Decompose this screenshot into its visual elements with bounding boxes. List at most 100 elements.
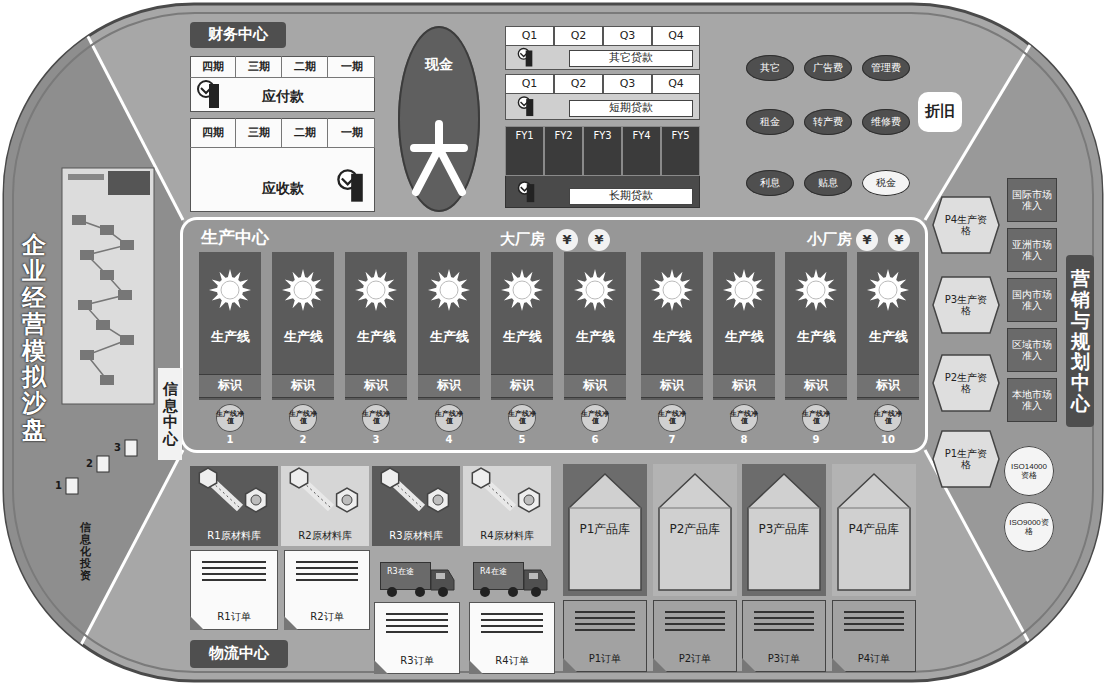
product-license-badge: P2生产资格 xyxy=(932,354,1000,412)
raw-material-store: R4原材料库 xyxy=(463,466,551,546)
gear-icon xyxy=(641,266,703,317)
callout-number: 10 xyxy=(878,434,898,445)
production-area: 生产中心大厂房生产线标识生产线净值生产线标识生产线净值生产线标识生产线净值生产线… xyxy=(183,220,925,450)
market-access-box: 本地市场准入 xyxy=(1007,378,1057,422)
node-text: 维修费 xyxy=(871,116,901,128)
marketing-sector xyxy=(925,4,1102,681)
node-text: 财务中心 xyxy=(208,26,268,43)
node-text: P1订单 xyxy=(589,653,621,665)
order-sheet: R4订单 xyxy=(469,602,555,674)
hand-icon xyxy=(517,47,533,68)
iso-circle: ISO14000资格 xyxy=(1004,446,1054,496)
panel-header xyxy=(68,174,104,180)
period-cell: 三期 xyxy=(236,56,282,78)
sector-group xyxy=(4,4,1102,681)
marker-box: 标识 xyxy=(564,374,626,398)
product-store: P2产品库 xyxy=(653,464,737,596)
bolt-icon xyxy=(372,466,460,528)
net-value-circle: 生产线净值 xyxy=(216,404,244,432)
node-text: P1产品库 xyxy=(580,523,631,537)
callout-number: 7 xyxy=(662,434,682,445)
center-tab: 营销与规划中心 xyxy=(1066,255,1094,427)
period-cell: 二期 xyxy=(282,118,328,148)
net-value-circle: 生产线净值 xyxy=(581,404,609,432)
raw-material-store: R1原材料库 xyxy=(190,466,278,546)
node-text: 贴息 xyxy=(818,177,838,189)
raw-material-store: R2原材料库 xyxy=(281,466,369,546)
marker-box: 标识 xyxy=(418,374,480,398)
panel-box xyxy=(118,290,132,300)
node-text: 一期 xyxy=(341,61,363,74)
panel-box xyxy=(78,300,92,310)
order-sheet: P4订单 xyxy=(832,600,916,672)
node-text: 生产线净值 xyxy=(581,411,609,426)
info-investment-label: 信息化投资 xyxy=(80,522,91,582)
product-license-badge: P1生产资格 xyxy=(932,430,1000,488)
node-text: FY5 xyxy=(671,130,689,142)
expense-oval: 维修费 xyxy=(862,109,910,135)
hand-icon xyxy=(517,179,535,209)
node-text: 生产线 xyxy=(725,330,764,345)
marker-box: 标识 xyxy=(641,374,703,398)
center-tab: 信息中心 xyxy=(158,368,182,460)
hand-icon xyxy=(517,95,534,122)
node-text: 其它 xyxy=(760,62,780,74)
net-value-circle: 生产线净值 xyxy=(730,404,758,432)
node-text: 标识 xyxy=(732,379,756,393)
callout-number: 1 xyxy=(220,434,240,445)
loan-box: 短期贷款Q1Q2Q3Q4 xyxy=(505,74,700,120)
production-line: 生产线标识 xyxy=(564,252,626,400)
node-text: R4订单 xyxy=(495,655,528,667)
person-icon xyxy=(409,118,469,198)
node-text: R1原材料库 xyxy=(207,530,260,542)
center-tab: 财务中心 xyxy=(190,22,286,48)
yen-coin: ¥ xyxy=(856,229,878,251)
period-cell: 二期 xyxy=(282,56,328,78)
iso-circle: ISO9000资格 xyxy=(1004,502,1054,552)
node-text: 三期 xyxy=(248,61,270,74)
node-text: R3在途 xyxy=(387,567,414,576)
center-tab: 物流中心 xyxy=(190,640,288,668)
bolt-icon xyxy=(463,466,551,528)
marker-box: 标识 xyxy=(857,374,919,398)
node-text: 亚洲市场准入 xyxy=(1010,239,1054,262)
hand-icon xyxy=(517,179,535,205)
panel-box xyxy=(100,225,114,235)
node-text: Q4 xyxy=(668,78,684,91)
panel-box xyxy=(100,375,114,385)
node-text: 生产中心 xyxy=(201,228,269,248)
node-text: Q2 xyxy=(571,78,587,91)
panel-box xyxy=(100,270,114,280)
gear-icon xyxy=(491,266,553,314)
market-access-box: 区域市场准入 xyxy=(1007,328,1057,372)
node-text: 租金 xyxy=(760,116,780,128)
node-text: 四期 xyxy=(202,127,224,140)
hand-icon xyxy=(196,79,220,110)
net-value-circle: 生产线净值 xyxy=(508,404,536,432)
gear-icon xyxy=(713,266,775,314)
net-value-circle: 生产线净值 xyxy=(289,404,317,432)
quarter-cell: Q3 xyxy=(603,26,652,46)
node-text: FY3 xyxy=(593,130,611,142)
node-text: P3订单 xyxy=(768,653,800,665)
production-line: 生产线标识 xyxy=(199,252,261,400)
callout-number: 6 xyxy=(585,434,605,445)
node-text: 生产线净值 xyxy=(435,411,463,426)
callout-number: 3 xyxy=(366,434,386,445)
gear-icon xyxy=(199,266,261,314)
year-cell: FY3 xyxy=(583,126,622,176)
node-text: 生产线净值 xyxy=(508,411,536,426)
bolt-icon xyxy=(281,466,369,528)
icon-number: 2 xyxy=(86,458,93,469)
gear-icon xyxy=(272,266,334,314)
large-plant: 大厂房生产线标识生产线净值生产线标识生产线净值生产线标识生产线净值生产线标识生产… xyxy=(188,225,628,445)
hand-icon xyxy=(336,168,364,207)
expense-oval: 利息 xyxy=(746,170,794,196)
callout-number: 5 xyxy=(512,434,532,445)
node-text: 生产线 xyxy=(653,330,692,345)
node-text: 生产线 xyxy=(869,330,908,345)
node-text: 生产线净值 xyxy=(802,411,830,426)
gear-icon xyxy=(418,266,480,317)
node-text: 生产线净值 xyxy=(730,411,758,426)
gear-icon xyxy=(857,266,919,317)
